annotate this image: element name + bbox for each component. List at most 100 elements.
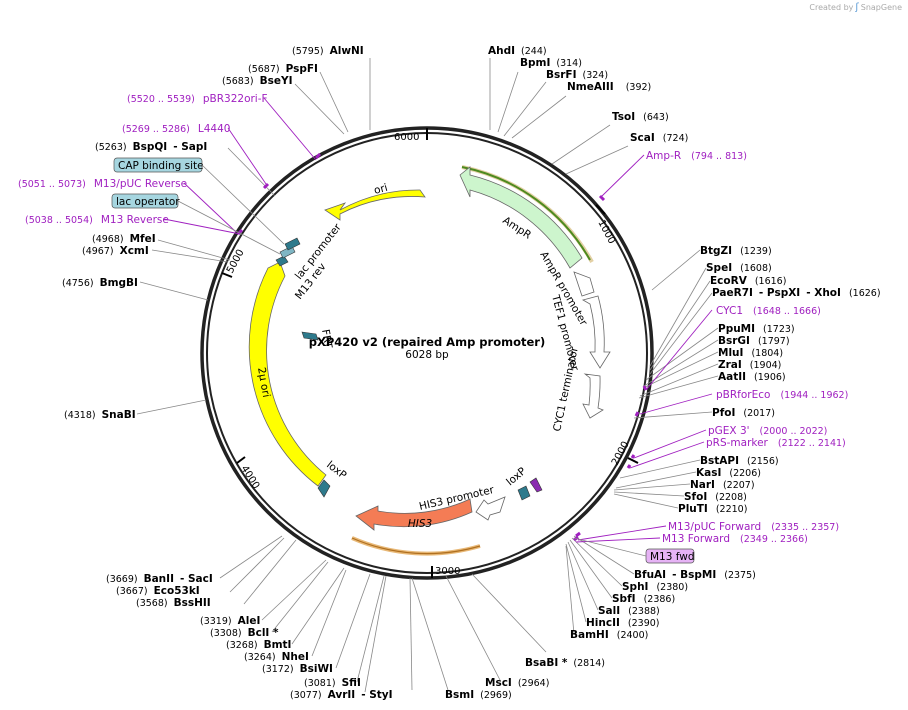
- enzyme-sfii[interactable]: (3081)SfiI: [304, 677, 361, 689]
- enzyme-bsshii[interactable]: (3568)BssHII: [136, 597, 211, 609]
- enzyme-bamhi[interactable]: BamHI(2400): [570, 629, 648, 641]
- enzyme-bcli[interactable]: (3308)BclI *: [210, 627, 279, 639]
- feature-loxp-right-label: loxP: [504, 465, 528, 488]
- enzyme-bspqi[interactable]: (5263)BspQI- SapI: [95, 141, 207, 153]
- enzyme-nari[interactable]: NarI(2207): [690, 479, 755, 491]
- snapgene-brand: Created by ʃ SnapGene: [809, 2, 902, 13]
- feature-2u-ori[interactable]: [248, 261, 327, 487]
- boxed-m13-fwd[interactable]: M13 fwd: [645, 548, 695, 564]
- plasmid-name: pXP420 v2 (repaired Amp promoter): [309, 335, 545, 349]
- boxed-lac-operator[interactable]: lac operator: [111, 193, 180, 209]
- feature-frt[interactable]: [301, 331, 319, 341]
- primer-pgex3[interactable]: pGEX 3'(2000 .. 2022): [708, 425, 827, 437]
- feature-tef1-promoter[interactable]: [581, 295, 611, 369]
- enzyme-aatii[interactable]: AatII(1906): [718, 371, 786, 383]
- feature-ampr-arrow[interactable]: [459, 166, 583, 269]
- enzyme-sbfi[interactable]: SbfI(2386): [612, 593, 675, 605]
- enzyme-nhei[interactable]: (3264)NheI: [244, 651, 309, 663]
- feature-2u-label: 2μ ori: [255, 366, 272, 398]
- feature-loxp-left-label: loxP: [324, 459, 348, 482]
- enzyme-ahdi[interactable]: AhdI(244): [488, 45, 547, 57]
- feature-his3-line: [351, 537, 481, 555]
- enzyme-alei[interactable]: (3319)AleI: [200, 615, 260, 627]
- enzyme-nmeaiii[interactable]: NmeAIII(392): [567, 81, 651, 93]
- feature-loxp-right-marker[interactable]: [517, 485, 531, 501]
- feature-his3-highlight: [351, 536, 481, 556]
- boxed-m13fwd-label: M13 fwd: [650, 551, 695, 563]
- enzyme-zrai[interactable]: ZraI(1904): [718, 359, 781, 371]
- feature-his3-arrow[interactable]: [355, 498, 473, 531]
- primer-leaders: [163, 97, 713, 543]
- enzyme-mfei[interactable]: (4968)MfeI: [92, 233, 156, 245]
- boxed-lac-label: lac operator: [116, 196, 180, 208]
- enzyme-tsoi[interactable]: TsoI(643): [612, 111, 669, 123]
- snapgene-logo-icon: ʃ: [855, 2, 859, 13]
- feature-frt-label: FRT: [319, 328, 334, 349]
- plasmid-size: 6028 bp: [405, 349, 449, 361]
- feature-his3-label: HIS3: [408, 518, 432, 530]
- enzyme-bfuai[interactable]: BfuAI- BspMI(2375): [634, 569, 756, 581]
- tick-1000: 1000: [595, 218, 617, 246]
- enzyme-ppumi[interactable]: PpuMI(1723): [718, 323, 795, 335]
- tick-4000: 4000: [238, 464, 261, 491]
- feature-ampr-promoter[interactable]: [573, 271, 595, 297]
- enzyme-bsiwi[interactable]: (3172)BsiWI: [262, 663, 333, 675]
- enzyme-ecorv[interactable]: EcoRV(1616): [710, 275, 786, 287]
- tick-5000: 5000: [225, 248, 247, 276]
- enzyme-spei[interactable]: SpeI(1608): [706, 262, 772, 274]
- tick-6000: 6000: [394, 132, 419, 143]
- enzyme-alwni[interactable]: (5795)AlwNI: [292, 45, 364, 57]
- feature-ampr-line: [461, 166, 591, 261]
- enzyme-kasi[interactable]: KasI(2206): [696, 467, 761, 479]
- enzyme-bsrgi[interactable]: BsrGI(1797): [718, 335, 790, 347]
- enzyme-hincii[interactable]: HincII(2390): [586, 617, 660, 629]
- enzyme-sfoi[interactable]: SfoI(2208): [684, 491, 747, 503]
- enzyme-bstapi[interactable]: BstAPI(2156): [700, 455, 779, 467]
- feature-cyc1-terminator[interactable]: [582, 373, 604, 419]
- enzyme-scai[interactable]: ScaI(724): [630, 132, 688, 144]
- enzyme-sphi[interactable]: SphI(2380): [622, 581, 688, 593]
- enzyme-bmgbi[interactable]: (4756)BmgBI: [62, 277, 138, 289]
- enzyme-avrii[interactable]: (3077)AvrII- StyI: [290, 689, 393, 701]
- enzyme-pluti[interactable]: PluTI(2210): [678, 503, 747, 515]
- primer-pbrforeco[interactable]: pBRforEco(1944 .. 1962): [716, 389, 848, 401]
- boxed-cap-binding-site[interactable]: CAP binding site: [113, 157, 204, 173]
- enzyme-bsmi[interactable]: BsmI(2969): [445, 689, 512, 701]
- brand-name: SnapGene: [860, 3, 902, 12]
- primer-m13-puc-reverse[interactable]: (5051 .. 5073)M13/pUC Reverse: [18, 178, 187, 190]
- enzyme-eco53ki[interactable]: (3667)Eco53kI: [116, 585, 200, 597]
- primer-cyc1[interactable]: CYC1(1648 .. 1666): [716, 305, 821, 317]
- enzyme-xcmi[interactable]: (4967)XcmI: [82, 245, 149, 257]
- enzyme-pspfi[interactable]: (5687)PspFI: [248, 63, 318, 75]
- enzyme-bsrfi[interactable]: BsrFI(324): [546, 69, 608, 81]
- primer-prs-marker[interactable]: pRS-marker(2122 .. 2141): [706, 437, 846, 449]
- enzyme-bpmi[interactable]: BpmI(314): [520, 57, 582, 69]
- enzyme-leaders: [136, 58, 719, 693]
- enzyme-sali[interactable]: SalI(2388): [598, 605, 660, 617]
- enzyme-bseyi[interactable]: (5683)BseYI: [222, 75, 292, 87]
- feature-loxp-left[interactable]: [317, 479, 331, 498]
- enzyme-mlui[interactable]: MluI(1804): [718, 347, 783, 359]
- primer-amp-r[interactable]: Amp-R(794 .. 813): [646, 150, 747, 162]
- tick-3000: 3000: [435, 566, 460, 577]
- feature-m13rev-marker[interactable]: [275, 255, 289, 267]
- primer-l4440[interactable]: (5269 .. 5286)L4440: [122, 123, 230, 135]
- enzyme-banii[interactable]: (3669)BanII- SacI: [106, 573, 213, 585]
- feature-cap-marker[interactable]: [284, 237, 301, 251]
- enzyme-bmti[interactable]: (3268)BmtI: [226, 639, 291, 651]
- primer-m13-puc-forward[interactable]: M13/pUC Forward(2335 .. 2357): [668, 521, 839, 533]
- feature-ori-label: ori: [373, 182, 389, 197]
- enzyme-pfoi[interactable]: PfoI(2017): [712, 407, 775, 419]
- enzyme-btgzi[interactable]: BtgZI(1239): [700, 245, 772, 257]
- primer-m13-forward[interactable]: M13 Forward(2349 .. 2366): [662, 533, 808, 545]
- enzyme-paer7i[interactable]: PaeR7I- PspXI- XhoI(1626): [712, 287, 881, 299]
- feature-ori[interactable]: [324, 189, 426, 221]
- enzyme-bsabi[interactable]: BsaBI *(2814): [525, 657, 605, 669]
- enzyme-msci[interactable]: MscI(2964): [485, 677, 549, 689]
- primer-pbr322ori-f[interactable]: (5520 .. 5539)pBR322ori-F: [127, 93, 268, 105]
- primer-m13-reverse[interactable]: (5038 .. 5054)M13 Reverse: [25, 214, 169, 226]
- feature-loxp-right[interactable]: [529, 477, 543, 493]
- enzyme-snabi[interactable]: (4318)SnaBI: [64, 409, 136, 421]
- feature-his3-promoter[interactable]: [475, 496, 506, 521]
